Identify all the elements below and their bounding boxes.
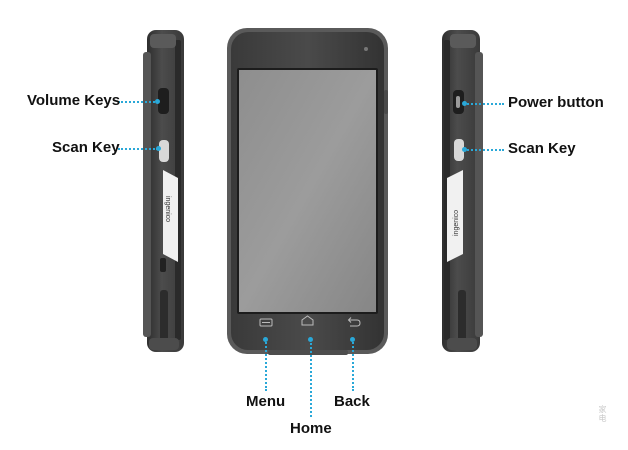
scan-key-right-label: Scan Key — [508, 140, 576, 157]
power-button-label: Power button — [508, 94, 604, 111]
scan-key-left-leader — [118, 148, 158, 150]
home-dot — [308, 337, 313, 342]
brand-label-right: ingenico — [453, 210, 460, 236]
home-leader — [310, 339, 312, 417]
back-label: Back — [334, 393, 370, 410]
scan-key-right-leader — [464, 149, 504, 151]
volume-keys-label: Volume Keys — [27, 92, 121, 109]
scan-key-left-button — [159, 140, 169, 162]
volume-keys-leader — [118, 101, 158, 103]
power-button-dot — [462, 101, 467, 106]
volume-keys-button — [158, 88, 169, 114]
front-view — [227, 28, 388, 355]
menu-label: Menu — [246, 393, 286, 410]
menu-dot — [263, 337, 268, 342]
scan-key-right-dot — [462, 147, 467, 152]
back-icon — [347, 317, 361, 327]
menu-icon — [259, 318, 273, 327]
right-side-view: ingenico — [442, 30, 483, 352]
scan-key-right-button — [454, 139, 464, 161]
home-label: Home — [290, 420, 332, 437]
scan-key-left-dot — [156, 146, 161, 151]
home-icon — [301, 315, 314, 326]
left-side-view: ingenico — [143, 30, 184, 352]
back-leader — [352, 339, 354, 391]
scan-key-left-label: Scan Key — [52, 139, 120, 156]
volume-keys-dot — [155, 99, 160, 104]
power-button-leader — [464, 103, 504, 105]
screen — [239, 70, 376, 312]
menu-leader — [265, 339, 267, 391]
back-dot — [350, 337, 355, 342]
brand-label-left: ingenico — [164, 196, 171, 222]
watermark: 家电 — [598, 405, 607, 423]
